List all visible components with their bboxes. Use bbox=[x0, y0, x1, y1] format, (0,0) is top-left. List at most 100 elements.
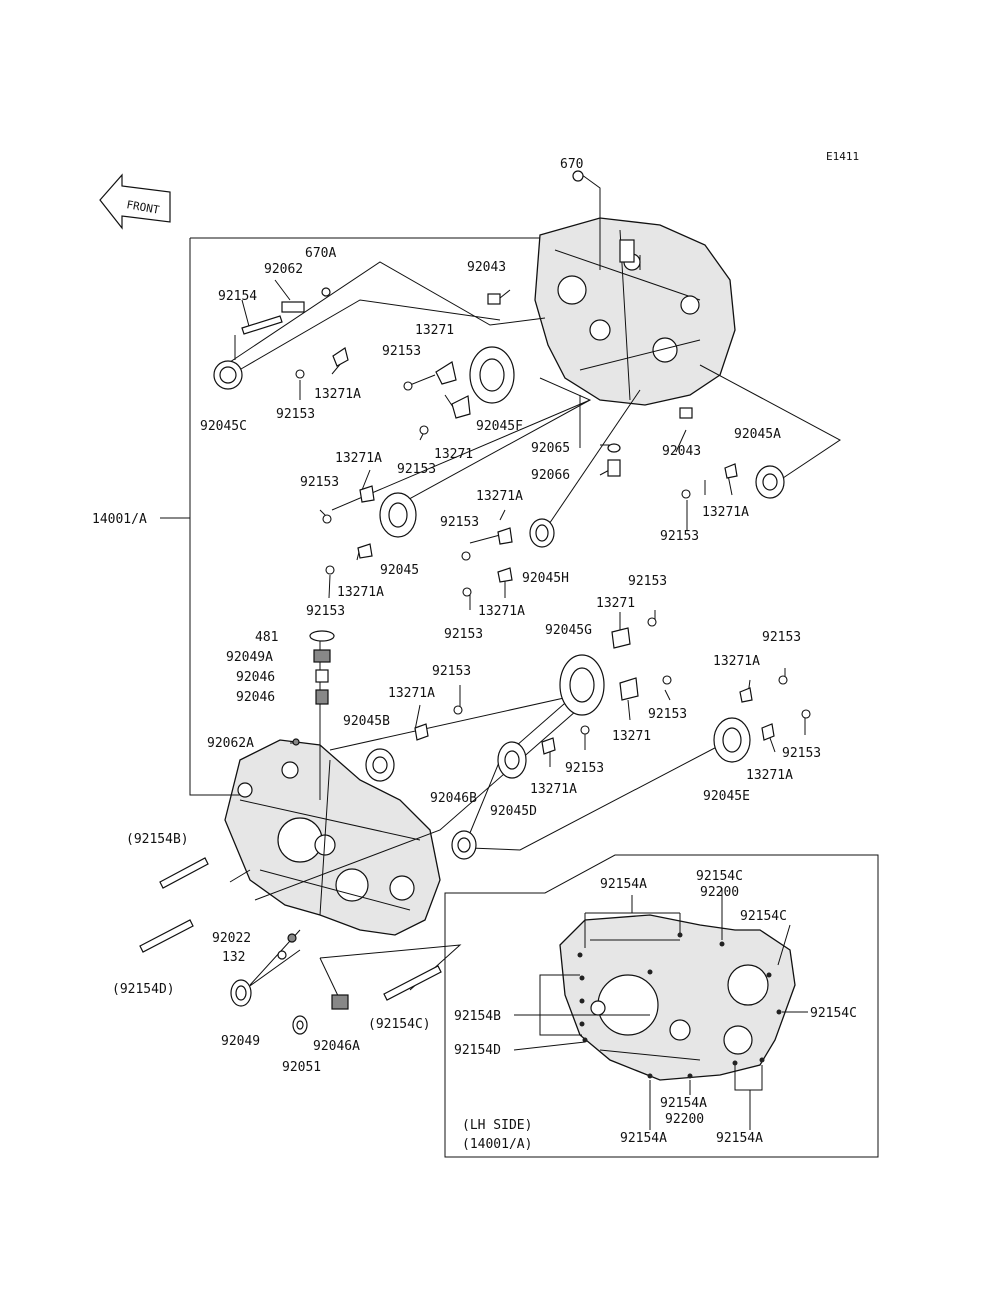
seal-92045C bbox=[213, 360, 243, 390]
label-13271-b: 13271 bbox=[434, 447, 473, 462]
label-92154C-b: 92154C bbox=[740, 909, 787, 924]
plate-13271A-j bbox=[761, 723, 775, 741]
label-92051: 92051 bbox=[282, 1060, 321, 1075]
label-13271A-c: 13271A bbox=[335, 451, 382, 466]
label-92200-b: 92200 bbox=[665, 1112, 704, 1127]
bushing-92046A bbox=[331, 994, 349, 1010]
label-92045E: 92045E bbox=[703, 789, 750, 804]
bearing-92045E bbox=[713, 717, 751, 763]
label-92153-j: 92153 bbox=[432, 664, 471, 679]
bearing-92045G bbox=[559, 654, 605, 716]
front-arrow-icon: FRONT bbox=[99, 173, 171, 230]
part-labels: 670 670A 92062 92154 92043 92045C 13271 … bbox=[92, 157, 857, 1152]
bearing-92045D bbox=[497, 741, 527, 779]
label-13271A-g: 13271A bbox=[713, 654, 760, 669]
label-92045: 92045 bbox=[380, 563, 419, 578]
o-ring-670 bbox=[572, 170, 584, 182]
label-13271A-e-top: 13271A bbox=[476, 489, 523, 504]
left-crankcase-half bbox=[224, 739, 441, 936]
label-92045A: 92045A bbox=[734, 427, 781, 442]
label-92045G: 92045G bbox=[545, 623, 592, 638]
dowel-pin-92043-bottom bbox=[679, 407, 693, 419]
plate-13271A-h bbox=[541, 737, 556, 755]
plate-13271-c bbox=[611, 627, 631, 649]
lh-side-line2: (14001/A) bbox=[462, 1137, 532, 1152]
label-92154C-a: 92154C bbox=[696, 869, 743, 884]
label-13271-d: 13271 bbox=[612, 729, 651, 744]
label-92049A: 92049A bbox=[226, 650, 273, 665]
bearing-92045B bbox=[365, 748, 395, 782]
label-132: 132 bbox=[222, 950, 245, 965]
parts bbox=[139, 170, 811, 1035]
label-92046B: 92046B bbox=[430, 791, 477, 806]
label-92045B: 92045B bbox=[343, 714, 390, 729]
label-92049: 92049 bbox=[221, 1034, 260, 1049]
bolt-92154C bbox=[383, 965, 442, 1001]
circlip-481 bbox=[309, 630, 335, 642]
bolt-92154D bbox=[139, 919, 194, 953]
bushing-92046-a bbox=[315, 669, 329, 683]
plate-13271A-e bbox=[497, 567, 513, 583]
label-92062: 92062 bbox=[264, 262, 303, 277]
label-92046-a: 92046 bbox=[236, 670, 275, 685]
label-92154A-br: 92154A bbox=[716, 1131, 763, 1146]
plug-92062A bbox=[292, 738, 300, 746]
label-92153-c: 92153 bbox=[397, 462, 436, 477]
label-92066: 92066 bbox=[531, 468, 570, 483]
label-92065: 92065 bbox=[531, 441, 570, 456]
label-92153-b: 92153 bbox=[276, 407, 315, 422]
washer-92065 bbox=[607, 443, 621, 453]
label-92153-k: 92153 bbox=[648, 707, 687, 722]
plate-13271A-a bbox=[332, 347, 349, 367]
label-92153-d: 92153 bbox=[660, 529, 699, 544]
label-92200-a: 92200 bbox=[700, 885, 739, 900]
label-92154B-lh: 92154B bbox=[454, 1009, 501, 1024]
label-670: 670 bbox=[560, 157, 583, 172]
bearing-92045F bbox=[469, 346, 515, 404]
plate-13271-d bbox=[619, 677, 639, 701]
plate-13271A-i bbox=[739, 687, 753, 703]
diagram-id: E1411 bbox=[826, 150, 859, 163]
fitting-92062 bbox=[281, 301, 305, 313]
dowel-pin-92043-top bbox=[487, 293, 501, 305]
bearing-92045A bbox=[755, 465, 785, 499]
pin-132 bbox=[277, 950, 287, 960]
label-92045H: 92045H bbox=[522, 571, 569, 586]
label-92046-b: 92046 bbox=[236, 690, 275, 705]
bolt-92154B bbox=[159, 857, 209, 889]
bushing-92046-b bbox=[315, 689, 329, 705]
label-92154C-c: 92154C bbox=[810, 1006, 857, 1021]
label-92045F: 92045F bbox=[476, 419, 523, 434]
label-92154D-paren: (92154D) bbox=[112, 982, 175, 997]
screws-92153 bbox=[295, 369, 811, 735]
label-92045C: 92045C bbox=[200, 419, 247, 434]
label-13271-c: 13271 bbox=[596, 596, 635, 611]
seal-92049 bbox=[230, 979, 252, 1007]
label-92043-top: 92043 bbox=[467, 260, 506, 275]
bushing-92046B bbox=[451, 830, 477, 860]
label-92154D-lh: 92154D bbox=[454, 1043, 501, 1058]
seal-92045H bbox=[529, 518, 555, 548]
label-92043-bottom: 92043 bbox=[662, 444, 701, 459]
lh-side-inset bbox=[444, 854, 879, 1158]
label-92153-m: 92153 bbox=[565, 761, 604, 776]
bolt-92154 bbox=[241, 315, 283, 335]
label-14001A: 14001/A bbox=[92, 512, 147, 527]
front-label: FRONT bbox=[125, 198, 160, 217]
seal-92051 bbox=[292, 1015, 308, 1035]
right-crankcase-half bbox=[534, 217, 736, 406]
label-92154A-bl: 92154A bbox=[620, 1131, 667, 1146]
label-13271A-f: 13271A bbox=[388, 686, 435, 701]
label-92154B-paren: (92154B) bbox=[126, 832, 189, 847]
plug-92066 bbox=[607, 459, 621, 477]
label-13271A-a: 13271A bbox=[314, 387, 361, 402]
label-670A: 670A bbox=[305, 246, 336, 261]
plate-13271-a bbox=[435, 361, 457, 385]
label-92154C-paren: (92154C) bbox=[368, 1017, 431, 1032]
seal-92049A bbox=[313, 649, 331, 663]
lh-side-line1: (LH SIDE) bbox=[462, 1118, 532, 1133]
label-92045D: 92045D bbox=[490, 804, 537, 819]
label-481: 481 bbox=[255, 630, 278, 645]
label-13271A-i: 13271A bbox=[746, 768, 793, 783]
label-92153-i: 92153 bbox=[628, 574, 667, 589]
